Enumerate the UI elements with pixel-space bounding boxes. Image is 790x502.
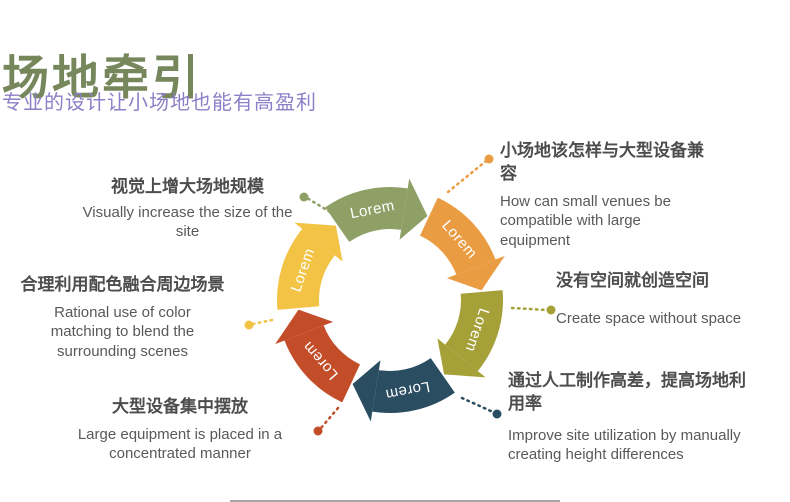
cycle-arrow-body [284,324,361,403]
annotation-top-right: 小场地该怎样与大型设备兼容 How can small venues be co… [500,140,710,250]
annotation-heading-zh: 通过人工制作高差，提高场地利用率 [508,371,746,413]
cycle-arrow-body [444,290,503,372]
annotation-body-en: Rational use of color matching to blend … [50,303,195,360]
cycle-arrow-head [446,255,505,291]
cycle-arrow-body [277,228,336,310]
cycle-arrow-body [325,187,408,243]
annotation-bottom-left: 大型设备集中摆放 Large equipment is placed in a … [60,396,300,464]
connector-dot [299,192,309,202]
page-title: 场地牵引 [2,53,202,106]
annotation-body-en: Large equipment is placed in a concentra… [77,425,283,463]
cycle-arrow-body [372,357,455,413]
annotation-heading-zh: 大型设备集中摆放 [112,397,248,416]
page-subtitle: 专业的设计让小场地也能有高盈利 [2,92,317,114]
connector-dot [313,426,323,436]
annotation-body-en: Improve site utilization by manually cre… [508,426,741,464]
cycle-arrow-body [419,197,496,276]
annotation-top-left: 视觉上增大场地规模 Visually increase the size of … [70,176,305,242]
annotation-heading-zh: 没有空间就创造空间 [556,271,709,290]
cycle-arrow-head [294,222,343,262]
connector-dot [244,320,254,330]
annotation-heading-zh: 小场地该怎样与大型设备兼容 [500,141,704,183]
annotation-body-en: Visually increase the size of the site [82,203,293,241]
annotation-heading-zh: 视觉上增大场地规模 [111,177,264,196]
connector-dotted-line [251,318,274,326]
cycle-arrow-head [275,309,334,345]
cycle-arrow-head [352,360,381,422]
annotation-bottom-right: 通过人工制作高差，提高场地利用率 Improve site utilizatio… [508,370,748,465]
connector-dot [484,154,494,164]
annotation-left: 合理利用配色融合周边场景 Rational use of color match… [0,274,245,361]
connector-dotted-line [510,306,549,312]
connector-dot [546,305,556,315]
bottom-rule [230,500,560,502]
annotation-body-en: Create space without space [556,309,742,327]
connector-dot [492,409,502,419]
annotation-heading-zh: 合理利用配色融合周边场景 [20,275,225,294]
connector-dotted-line [460,396,495,414]
connector-dotted-line [446,159,488,194]
annotation-right: 没有空间就创造空间 Create space without space [556,270,771,328]
annotation-body-en: How can small venues be compatible with … [500,192,671,249]
connector-dotted-line [319,406,340,430]
connector-dotted-line [305,196,337,217]
cycle-arrow-head [399,178,428,240]
